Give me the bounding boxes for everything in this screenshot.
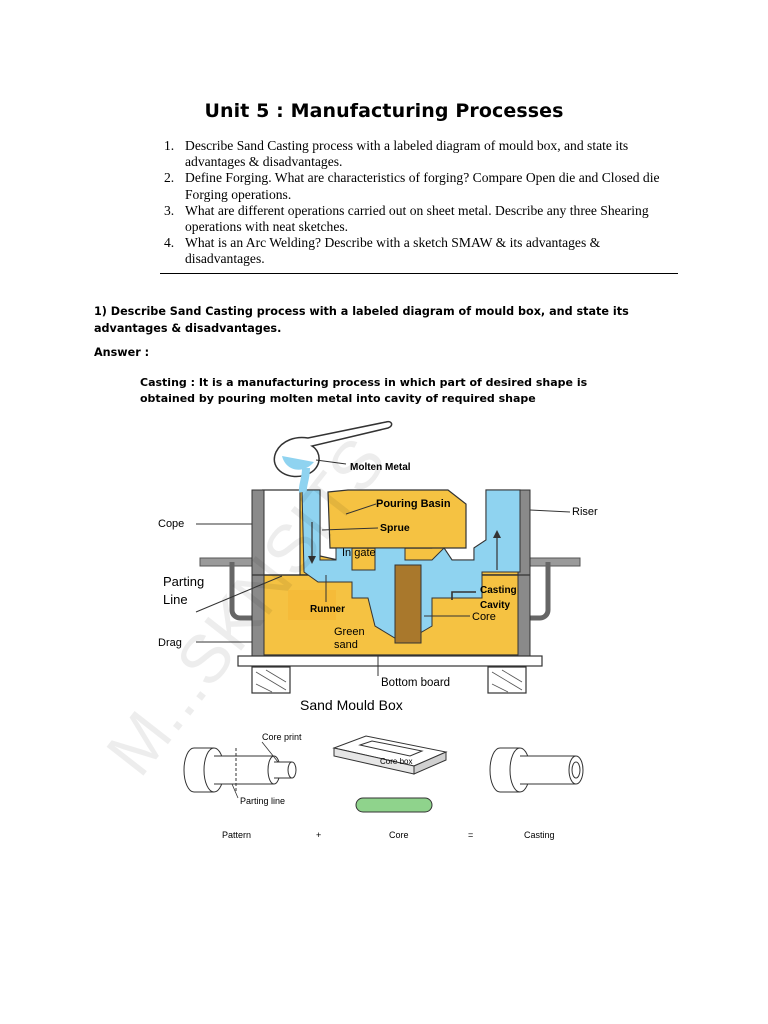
drag-label: Drag (158, 637, 182, 649)
right-handle (521, 557, 581, 567)
riser-label: Riser (572, 506, 598, 518)
frame-left (251, 489, 265, 659)
in-gate-label: In gate (342, 547, 376, 559)
pouring-basin-block (327, 489, 467, 549)
left-clamp (229, 562, 262, 621)
bottom-board-label: Bottom board (381, 677, 450, 689)
question-item: 4. What is an Arc Welding? Describe with … (160, 235, 680, 267)
core-block (394, 564, 422, 644)
core-figure-label: Core (389, 830, 409, 840)
pattern-figure (183, 747, 297, 793)
core-print-label: Core print (262, 732, 302, 742)
question-number: 4. (164, 235, 175, 251)
question-list: 1. Describe Sand Casting process with a l… (160, 138, 680, 268)
question-text: What are different operations carried ou… (185, 202, 649, 235)
parting-line-label-pattern: Parting line (240, 796, 285, 806)
equals-sign: = (468, 830, 473, 840)
question-item: 3. What are different operations carried … (160, 203, 680, 235)
casting-figure-label: Casting (524, 830, 555, 840)
right-clamp (520, 562, 551, 621)
core-box-label: Core box (380, 757, 412, 766)
question-item: 2. Define Forging. What are characteristi… (160, 170, 680, 202)
runner-shade (288, 590, 336, 620)
sprue-label: Sprue (380, 522, 410, 534)
plus-sign: + (316, 830, 321, 840)
green-sand-label-2: sand (334, 639, 358, 651)
question-text: Define Forging. What are characteristics… (185, 170, 660, 202)
core-label: Core (472, 611, 496, 623)
diagram-caption: Sand Mould Box (300, 697, 403, 713)
cope-label: Cope (158, 518, 184, 530)
question-item: 1. Describe Sand Casting process with a l… (160, 138, 680, 170)
question-text: Describe Sand Casting process with a lab… (185, 138, 629, 170)
green-sand-label: Green (334, 626, 365, 638)
pour-stream (298, 467, 310, 493)
casting-figure (489, 747, 584, 793)
molten-metal-label: Molten Metal (350, 462, 411, 473)
pouring-basin-label: Pouring Basin (376, 498, 451, 510)
core-rod (355, 797, 433, 813)
parting-line-label: Parting (163, 574, 204, 589)
parting-line-label-2: Line (163, 592, 188, 607)
question-text: What is an Arc Welding? Describe with a … (185, 235, 601, 267)
cavity-label: Cavity (480, 600, 510, 611)
section-heading: 1) Describe Sand Casting process with a … (94, 305, 629, 335)
casting-definition: Casting : It is a manufacturing process … (140, 376, 588, 405)
runner-label: Runner (310, 604, 345, 615)
pattern-label: Pattern (222, 830, 251, 840)
divider (160, 273, 678, 274)
ladle-metal (282, 456, 314, 470)
page-title: Unit 5 : Manufacturing Processes (204, 100, 564, 122)
core-box-figure (332, 735, 448, 775)
question-number: 1. (164, 138, 175, 153)
casting-label: Casting (480, 585, 517, 596)
question-number: 3. (164, 202, 175, 218)
question-number: 2. (164, 170, 175, 186)
answer-label: Answer : (94, 346, 150, 359)
bottom-board (237, 655, 543, 667)
